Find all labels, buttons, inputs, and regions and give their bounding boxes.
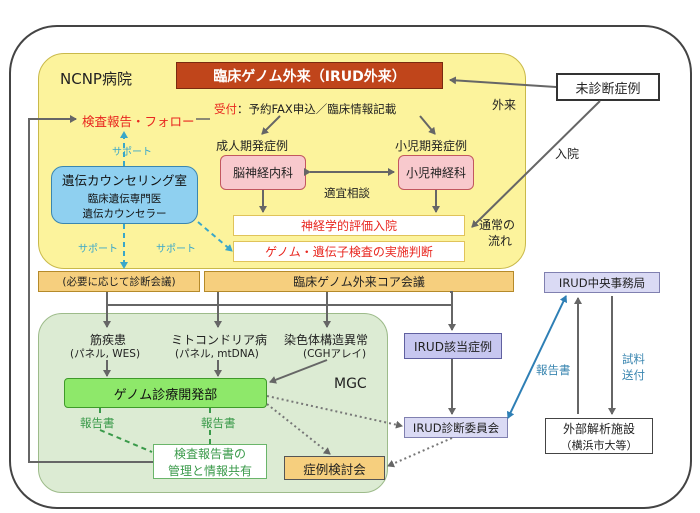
genome-test-decision-box: ゲノム・遺伝子検査の実施判断 bbox=[233, 241, 465, 262]
irud-case-text: IRUD該当症例 bbox=[414, 339, 492, 354]
report-doc-label-1: 報告書 bbox=[80, 416, 115, 430]
arrow-chromo-to-dept bbox=[269, 359, 328, 384]
chromo-title: 染色体構造異常 bbox=[284, 333, 369, 347]
genome-decision-text: ゲノム・遺伝子検査の実施判断 bbox=[265, 245, 433, 259]
sample-line1: 試料 bbox=[622, 352, 645, 366]
consult-label: 適宜相談 bbox=[324, 186, 370, 200]
outpatient-label: 外来 bbox=[492, 98, 517, 112]
arrow-to-adult bbox=[261, 115, 281, 135]
arrow-core-to-irud-case bbox=[448, 291, 456, 331]
eval-admission-text: 神経学的評価入院 bbox=[300, 219, 397, 233]
mgc-label: MGC bbox=[334, 376, 367, 392]
header-text: 臨床ゲノム外来（IRUD外来） bbox=[213, 68, 406, 85]
undiagnosed-box: 未診断症例 bbox=[556, 73, 660, 101]
genome-dept-text: ゲノム診療開発部 bbox=[113, 387, 218, 403]
pediatric-neurology-text: 小児神経科 bbox=[405, 166, 466, 180]
exam-report-follow: 検査報告・フォロー bbox=[82, 114, 195, 129]
mito-title: ミトコンドリア病 bbox=[171, 333, 268, 347]
irud-committee-box: IRUD診断委員会 bbox=[404, 417, 508, 438]
pediatric-neurology-box: 小児神経科 bbox=[398, 155, 474, 190]
counseling-sub1: 臨床遺伝専門医 bbox=[87, 192, 162, 205]
case-review-text: 症例検討会 bbox=[303, 461, 366, 477]
neurology-text: 脳神経内科 bbox=[232, 166, 293, 180]
support-label-3: サポート bbox=[156, 244, 196, 255]
reception-line: 受付：予約FAX申込／臨床情報記載 bbox=[214, 101, 396, 117]
support-dash-3 bbox=[197, 221, 233, 252]
undiagnosed-text: 未診断症例 bbox=[575, 81, 641, 97]
dotted-dept-to-review bbox=[266, 403, 331, 455]
dotted-dept-to-committee bbox=[266, 395, 403, 429]
as-needed-meeting-box: (必要に応じて診断会議) bbox=[38, 271, 200, 292]
clinical-genome-header: 臨床ゲノム外来（IRUD外来） bbox=[176, 62, 443, 89]
dotted-committee-to-review bbox=[387, 437, 453, 468]
support-label-2: サポート bbox=[78, 244, 118, 255]
irud-office-box: IRUD中央事務局 bbox=[544, 272, 660, 293]
muscle-sub: (パネル, WES) bbox=[70, 348, 141, 360]
arrow-committee-office bbox=[506, 295, 568, 419]
chromo-sub: (CGHアレイ) bbox=[303, 348, 367, 360]
admission-label: 入院 bbox=[555, 147, 580, 161]
genome-dept-box: ゲノム診療開発部 bbox=[64, 378, 267, 408]
report-management-box: 検査報告書の 管理と情報共有 bbox=[153, 444, 267, 479]
arrow-to-child bbox=[419, 115, 436, 135]
arrow-feedback-loop bbox=[28, 115, 153, 463]
reception-label: 受付 bbox=[214, 102, 237, 116]
normal-flow-line1: 通常の bbox=[479, 218, 516, 232]
report-doc-label-2: 報告書 bbox=[201, 416, 236, 430]
adult-onset-label: 成人期発症例 bbox=[216, 139, 289, 153]
support-label-1: サポート bbox=[112, 147, 152, 158]
ncnp-label: NCNP病院 bbox=[60, 70, 132, 88]
muscle-title: 筋疾患 bbox=[90, 333, 127, 347]
normal-flow-line2: 流れ bbox=[488, 234, 513, 248]
external-facility-box: 外部解析施設 （横浜市大等） bbox=[545, 418, 653, 454]
irud-case-box: IRUD該当症例 bbox=[404, 333, 502, 359]
reception-text: ：予約FAX申込／臨床情報記載 bbox=[237, 102, 397, 116]
mito-sub: (パネル, mtDNA) bbox=[175, 348, 259, 360]
neurology-box: 脳神経内科 bbox=[220, 155, 306, 190]
report-mgmt-line1: 検査報告書の bbox=[173, 446, 246, 461]
counseling-sub2: 遺伝カウンセラー bbox=[82, 207, 167, 220]
core-meeting-box: 臨床ゲノム外来コア会議 bbox=[204, 271, 514, 292]
irud-committee-text: IRUD診断委員会 bbox=[412, 420, 500, 435]
child-onset-label: 小児期発症例 bbox=[395, 139, 468, 153]
genetic-counseling-box: 遺伝カウンセリング室 臨床遺伝専門医 遺伝カウンセラー bbox=[51, 166, 198, 224]
report-mgmt-line2: 管理と情報共有 bbox=[167, 463, 252, 478]
green-dash-1 bbox=[99, 429, 153, 453]
core-meeting-text: 臨床ゲノム外来コア会議 bbox=[293, 275, 425, 289]
counseling-title: 遺伝カウンセリング室 bbox=[61, 172, 187, 188]
neuro-eval-admission-box: 神経学的評価入院 bbox=[233, 215, 465, 236]
irud-office-text: IRUD中央事務局 bbox=[558, 275, 646, 290]
case-review-box: 症例検討会 bbox=[284, 456, 385, 480]
ext-facility-line2: （横浜市大等） bbox=[560, 438, 638, 452]
arrow-undiagnosed-to-eval bbox=[471, 100, 601, 228]
arrow-undiagnosed-to-header bbox=[449, 76, 557, 88]
ext-facility-line1: 外部解析施設 bbox=[562, 421, 635, 436]
as-needed-text: (必要に応じて診断会議) bbox=[62, 276, 176, 288]
outer-frame bbox=[9, 25, 692, 509]
sample-line2: 送付 bbox=[622, 368, 645, 382]
